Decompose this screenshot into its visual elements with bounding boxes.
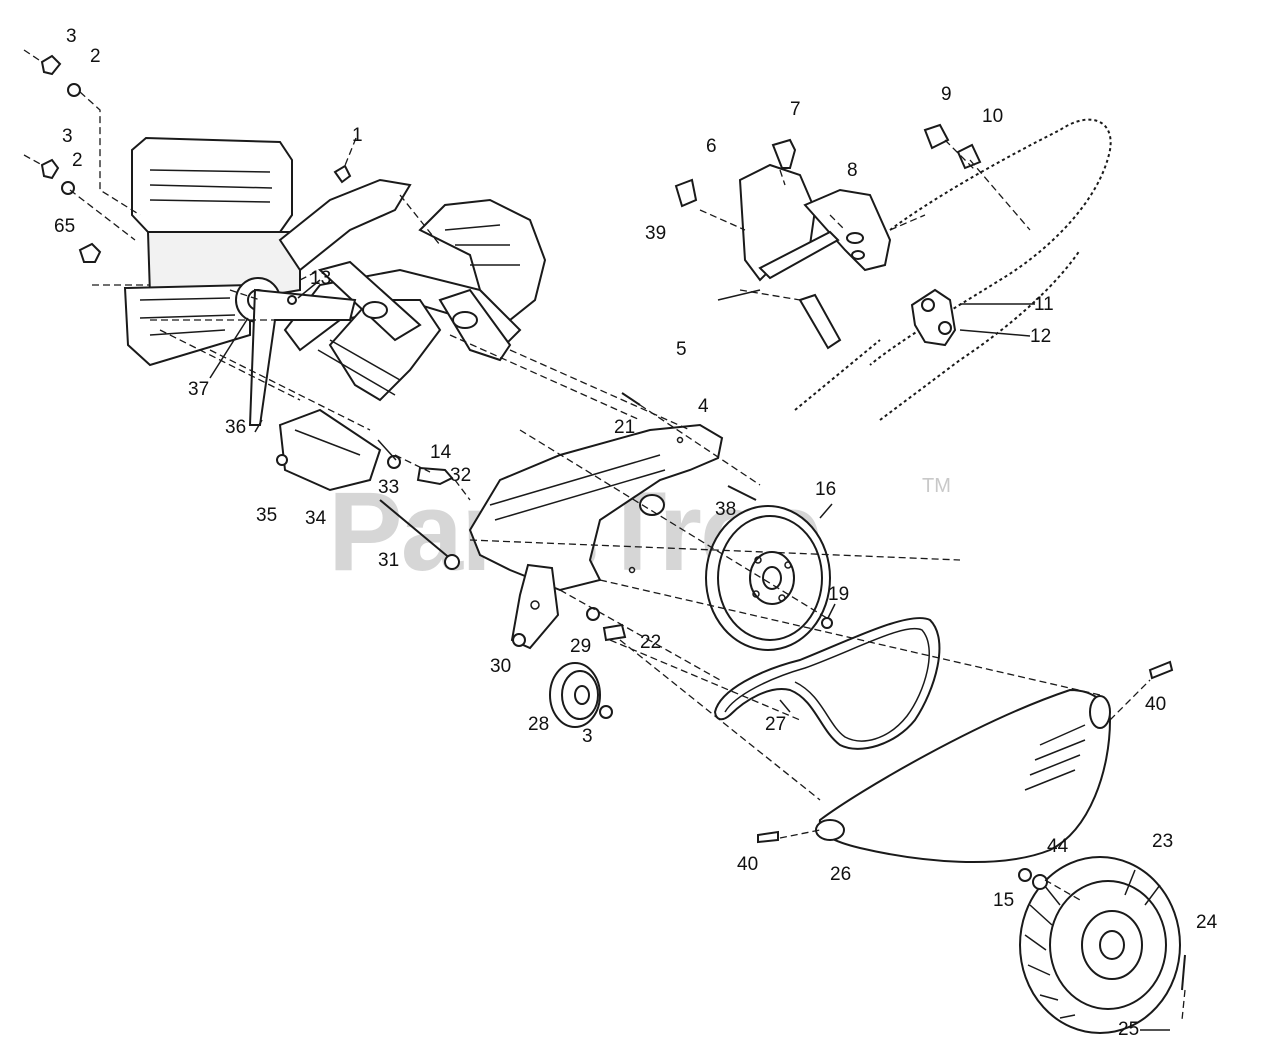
callout-labels: 3 2 3 2 1 65 13 37 36 35 34 33 32 14 31 … xyxy=(54,26,1218,1040)
callout-8: 8 xyxy=(847,160,858,181)
tine-shield xyxy=(418,198,547,322)
callout-28: 28 xyxy=(528,714,549,735)
callout-37: 37 xyxy=(188,379,209,400)
callout-2-mid: 2 xyxy=(72,150,83,171)
callout-39: 39 xyxy=(645,223,666,244)
callout-5: 5 xyxy=(676,339,687,360)
callout-16: 16 xyxy=(815,479,836,500)
handlebar-assembly xyxy=(674,118,1112,421)
callout-1: 1 xyxy=(352,125,363,146)
callout-35: 35 xyxy=(256,505,277,526)
engine-hardware xyxy=(40,54,352,305)
callout-2-top: 2 xyxy=(90,46,101,67)
callout-33: 33 xyxy=(378,477,399,498)
idler-pulley xyxy=(549,662,613,728)
callout-19: 19 xyxy=(828,584,849,605)
callout-3-top: 3 xyxy=(66,26,77,47)
callout-26: 26 xyxy=(830,864,851,885)
callout-6: 6 xyxy=(706,136,717,157)
callout-40-left: 40 xyxy=(737,854,758,875)
callout-23: 23 xyxy=(1152,831,1173,852)
callout-leaders xyxy=(209,279,1170,1031)
callout-7: 7 xyxy=(790,99,801,120)
callout-12: 12 xyxy=(1030,326,1051,347)
wheel-tire xyxy=(1018,856,1186,1034)
large-pulley xyxy=(705,505,833,651)
callout-24: 24 xyxy=(1196,912,1218,933)
callout-9: 9 xyxy=(941,84,952,105)
callout-21: 21 xyxy=(614,417,635,438)
long-bolt xyxy=(379,499,460,570)
callout-4: 4 xyxy=(698,396,709,417)
callout-27: 27 xyxy=(765,714,786,735)
callout-22: 22 xyxy=(640,632,661,653)
callout-14: 14 xyxy=(430,442,452,463)
callout-32: 32 xyxy=(450,465,471,486)
callout-30: 30 xyxy=(490,656,511,677)
callout-3-mid: 3 xyxy=(62,126,73,147)
callout-10: 10 xyxy=(982,106,1003,127)
cover-screws xyxy=(757,660,1174,844)
small-bolts xyxy=(276,439,454,486)
callout-44: 44 xyxy=(1047,836,1069,857)
callout-38: 38 xyxy=(715,499,736,520)
callout-34: 34 xyxy=(305,508,327,529)
drive-belt xyxy=(713,617,941,750)
callout-36: 36 xyxy=(225,417,246,438)
callout-25: 25 xyxy=(1118,1019,1139,1040)
callout-40-right: 40 xyxy=(1145,694,1166,715)
belt-cover xyxy=(815,688,1112,864)
callout-29: 29 xyxy=(570,636,591,657)
watermark-trademark: TM xyxy=(922,475,951,497)
callout-65: 65 xyxy=(54,216,75,237)
callout-31: 31 xyxy=(378,550,399,571)
pin-38 xyxy=(727,485,757,501)
pin-21 xyxy=(621,392,641,406)
engine-mount-frame xyxy=(278,178,522,402)
callout-11: 11 xyxy=(1034,294,1054,315)
leader-lines xyxy=(23,49,1186,1021)
callout-15: 15 xyxy=(993,890,1014,911)
callout-3-bottom: 3 xyxy=(582,726,593,747)
